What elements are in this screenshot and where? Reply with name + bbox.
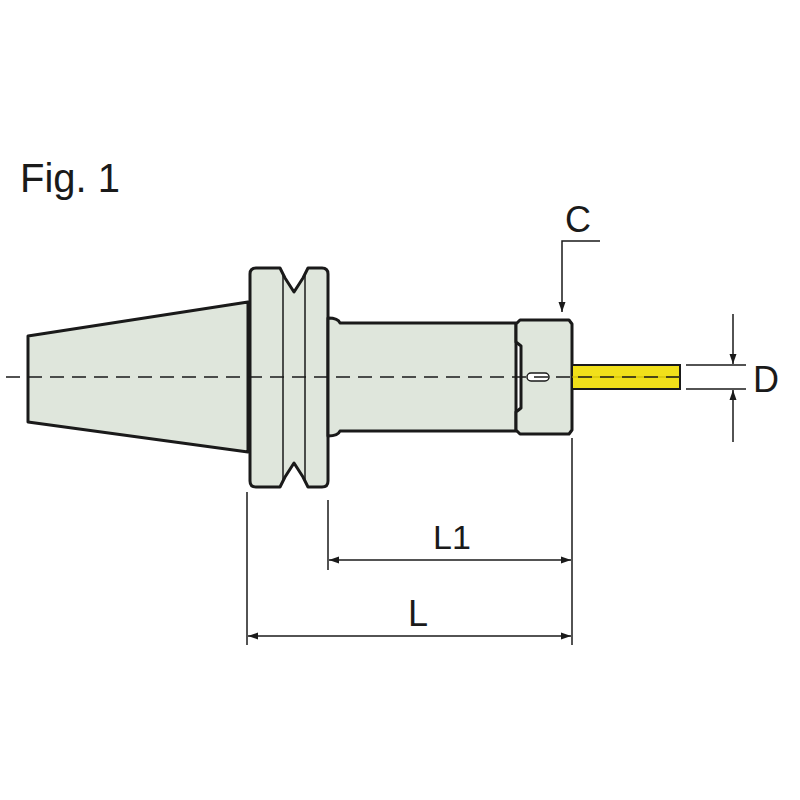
dimension-label: L (408, 596, 428, 632)
extension-line (686, 388, 746, 390)
dimension-line (732, 390, 734, 442)
dimension-line (248, 635, 571, 637)
extension-line (686, 364, 746, 366)
figure-title: Fig. 1 (20, 158, 120, 198)
leader-line (562, 241, 600, 312)
extension-line (571, 438, 573, 645)
center-line (6, 376, 688, 378)
chuck-body (328, 318, 516, 436)
dimension-line (329, 559, 571, 561)
dimension-label: D (753, 362, 779, 398)
dimension-label: L1 (433, 520, 471, 554)
extension-line (246, 492, 248, 645)
dimension-line (732, 314, 734, 364)
callout-letter: C (565, 202, 591, 238)
extension-line (327, 500, 329, 570)
